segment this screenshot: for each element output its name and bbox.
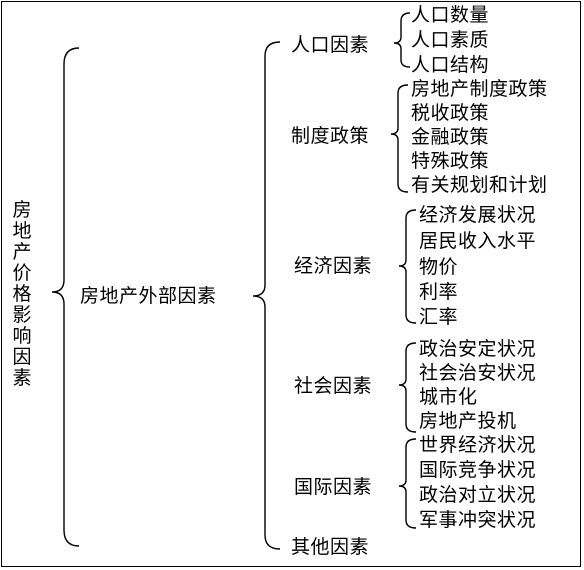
level1-node: 房地产外部因素 bbox=[80, 285, 217, 307]
leaf-economy-2: 居民收入水平 bbox=[419, 230, 537, 252]
brace-group-society bbox=[398, 342, 417, 433]
brace-group-population bbox=[393, 12, 411, 68]
leaf-economy-1: 经济发展状况 bbox=[419, 204, 537, 226]
leaf-economy-3: 物价 bbox=[419, 256, 459, 278]
leaf-society-4: 房地产投机 bbox=[419, 410, 517, 432]
group-policy: 制度政策 bbox=[291, 125, 370, 147]
group-international: 国际因素 bbox=[294, 476, 373, 498]
leaf-policy-1: 房地产制度政策 bbox=[411, 78, 548, 100]
leaf-policy-4: 特殊政策 bbox=[411, 150, 490, 172]
leaf-policy-3: 金融政策 bbox=[411, 126, 490, 148]
brace-group-international bbox=[398, 438, 417, 529]
root-node: 房地产价格影响因素 bbox=[12, 199, 32, 389]
leaf-society-2: 社会治安状况 bbox=[419, 362, 537, 384]
leaf-international-4: 军事冲突状况 bbox=[419, 509, 537, 531]
leaf-policy-2: 税收政策 bbox=[411, 102, 490, 124]
leaf-population-2: 人口素质 bbox=[411, 29, 490, 51]
brace-group-policy bbox=[390, 84, 409, 193]
leaf-society-3: 城市化 bbox=[419, 386, 478, 408]
brace-root bbox=[51, 47, 80, 547]
brace-level1 bbox=[252, 41, 281, 550]
leaf-economy-4: 利率 bbox=[419, 281, 459, 303]
leaf-population-3: 人口结构 bbox=[411, 54, 490, 76]
group-other: 其他因素 bbox=[291, 536, 370, 558]
group-economy: 经济因素 bbox=[294, 255, 373, 277]
leaf-international-3: 政治对立状况 bbox=[419, 484, 537, 506]
brace-group-economy bbox=[398, 209, 417, 324]
leaf-population-1: 人口数量 bbox=[411, 4, 490, 26]
group-society: 社会因素 bbox=[294, 375, 373, 397]
leaf-policy-5: 有关规划和计划 bbox=[411, 174, 548, 196]
leaf-international-2: 国际竞争状况 bbox=[419, 459, 537, 481]
leaf-economy-5: 汇率 bbox=[419, 306, 459, 328]
group-population: 人口因素 bbox=[291, 34, 370, 56]
leaf-society-1: 政治安定状况 bbox=[419, 338, 537, 360]
leaf-international-1: 世界经济状况 bbox=[419, 434, 537, 456]
